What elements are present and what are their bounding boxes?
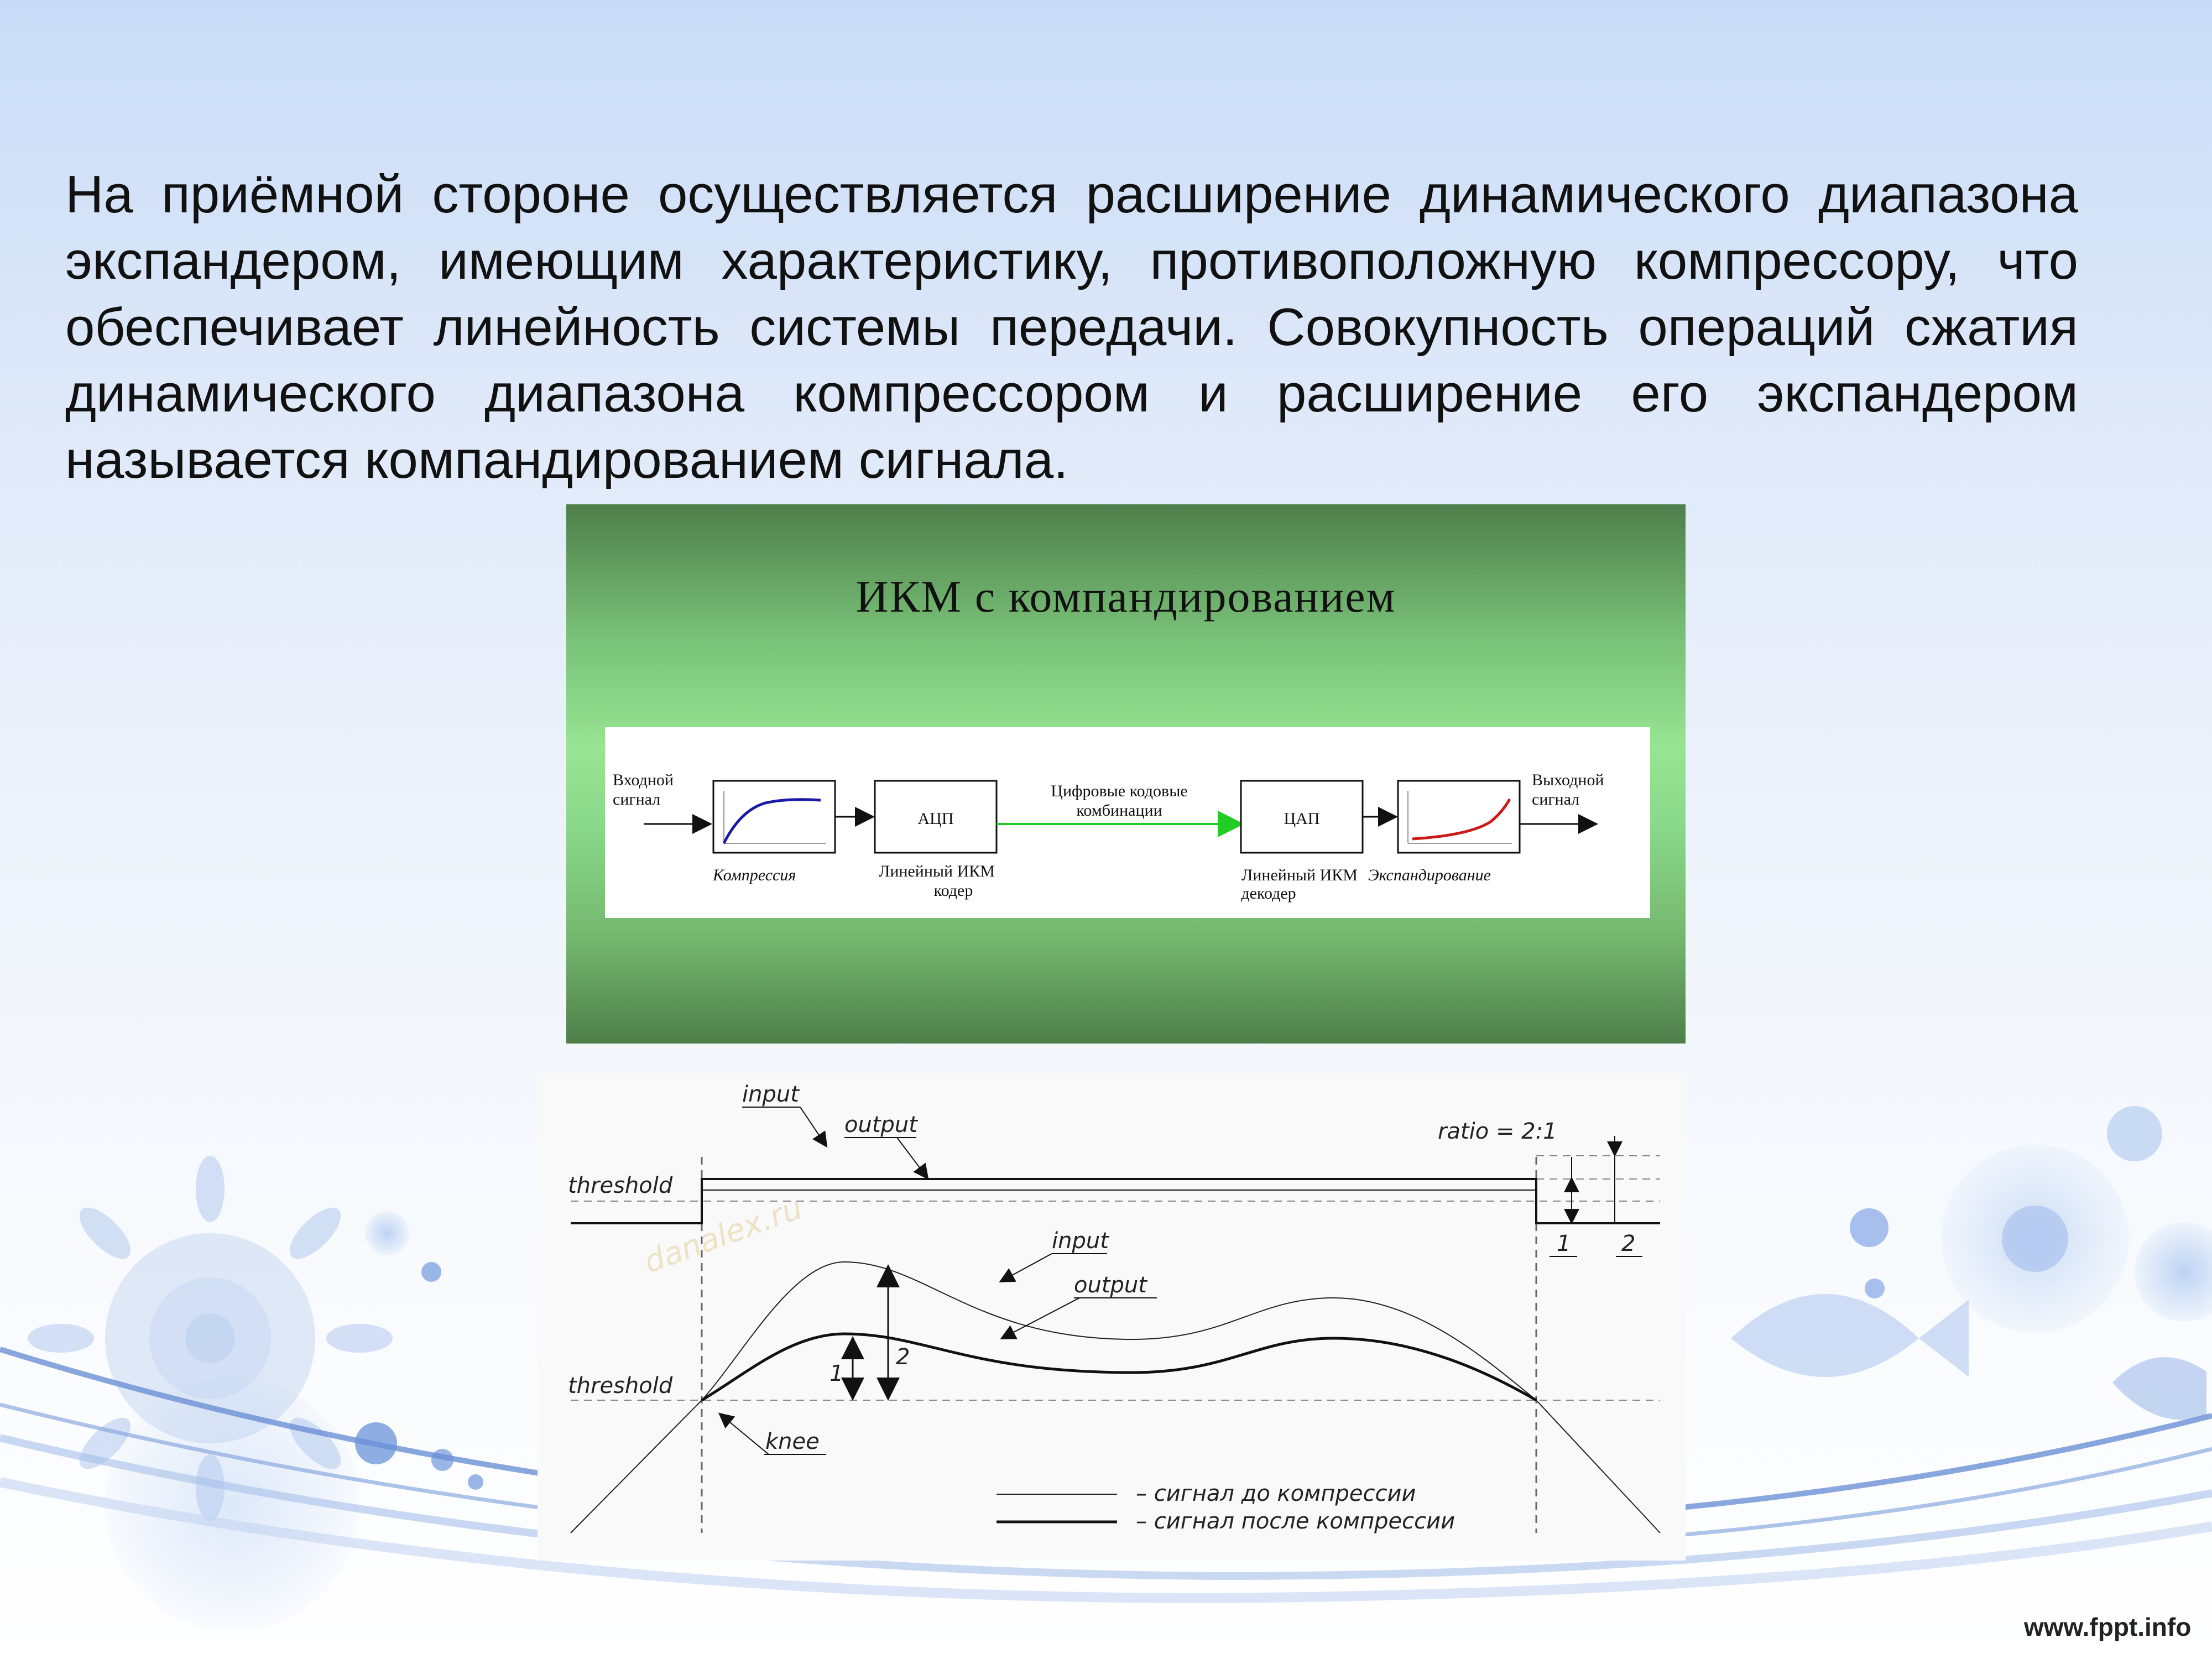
input-signal-label: Входной xyxy=(613,771,674,789)
bubble-decoration xyxy=(468,1474,483,1490)
dac-block xyxy=(1240,780,1364,854)
expanding-curve xyxy=(1412,798,1511,841)
dac-label: ЦАП xyxy=(1284,810,1320,828)
compression-curve xyxy=(722,798,821,844)
watermark: danalex.ru xyxy=(639,1190,807,1280)
encoder-caption: кодер xyxy=(934,881,973,900)
step-input-signal xyxy=(571,1178,1660,1224)
gain-2-label: 2 xyxy=(896,1344,910,1370)
bubble-decoration xyxy=(105,1377,359,1631)
fish-decoration xyxy=(2112,1357,2206,1420)
compression-caption: Компрессия xyxy=(712,866,796,884)
bubble-decoration xyxy=(2002,1206,2068,1272)
knee-label: knee xyxy=(765,1429,820,1454)
bubble-decoration xyxy=(421,1262,441,1282)
adc-label: АЦП xyxy=(918,810,954,828)
output-top-label: output xyxy=(844,1112,918,1138)
gain-1-label: 1 xyxy=(830,1361,843,1386)
compressor-block xyxy=(712,780,836,854)
output-curve-label: output xyxy=(1074,1272,1147,1298)
bubble-decoration xyxy=(2107,1106,2162,1161)
digital-code-label: комбинации xyxy=(1076,801,1162,820)
output-curve-arrow xyxy=(1000,1297,1080,1339)
input-top-arrow xyxy=(800,1107,828,1148)
input-curve-arrow xyxy=(999,1253,1052,1282)
knee-arrow xyxy=(718,1412,769,1455)
input-top-label: input xyxy=(742,1082,800,1107)
adc-block xyxy=(874,780,998,854)
ratio-label: ratio = 2:1 xyxy=(1438,1119,1557,1144)
threshold-top-label: threshold xyxy=(568,1173,673,1198)
pcm-companding-figure: ИКМ с компандированием Входной сигнал xyxy=(566,504,1686,1044)
compression-diagram: danalex.ru input output ratio = 2:1 thre… xyxy=(538,1074,1686,1561)
decoder-caption: декодер xyxy=(1241,884,1296,902)
pcm-figure-title: ИКМ с компандированием xyxy=(855,571,1396,622)
input-curve-label: input xyxy=(1052,1228,1109,1254)
marker-2-label: 2 xyxy=(1621,1231,1635,1256)
sun-flower-decoration xyxy=(28,1156,393,1521)
input-curve xyxy=(570,1261,1661,1533)
output-signal-label: сигнал xyxy=(1532,790,1579,808)
footer-url: www.fppt.info xyxy=(2024,1613,2192,1641)
legend-after-label: – сигнал после компрессии xyxy=(1136,1509,1455,1534)
legend-before-label: – сигнал до компрессии xyxy=(1136,1481,1416,1506)
expanding-caption: Экспандирование xyxy=(1368,866,1491,884)
bubble-decoration xyxy=(365,1211,409,1255)
output-curve xyxy=(701,1332,1537,1402)
digital-code-label: Цифровые кодовые xyxy=(1051,782,1187,800)
marker-1-label: 1 xyxy=(1557,1231,1571,1256)
output-signal-label: Выходной xyxy=(1532,771,1604,789)
bubble-decoration xyxy=(1865,1279,1885,1298)
expander-block xyxy=(1397,780,1521,854)
threshold-bottom-label: threshold xyxy=(568,1373,673,1399)
input-signal-label: сигнал xyxy=(613,790,660,808)
bubble-decoration xyxy=(2135,1222,2212,1322)
output-top-arrow xyxy=(896,1137,929,1180)
fish-decoration xyxy=(1731,1294,1969,1377)
slide-paragraph: На приёмной стороне осуществляется расши… xyxy=(65,165,2078,489)
bubble-decoration xyxy=(1850,1208,1888,1247)
pcm-block-diagram: Входной сигнал АЦП Цифровые кодовые комб… xyxy=(605,727,1650,918)
encoder-caption: Линейный ИКМ xyxy=(879,862,995,880)
decoder-caption: Линейный ИКМ xyxy=(1241,866,1358,884)
